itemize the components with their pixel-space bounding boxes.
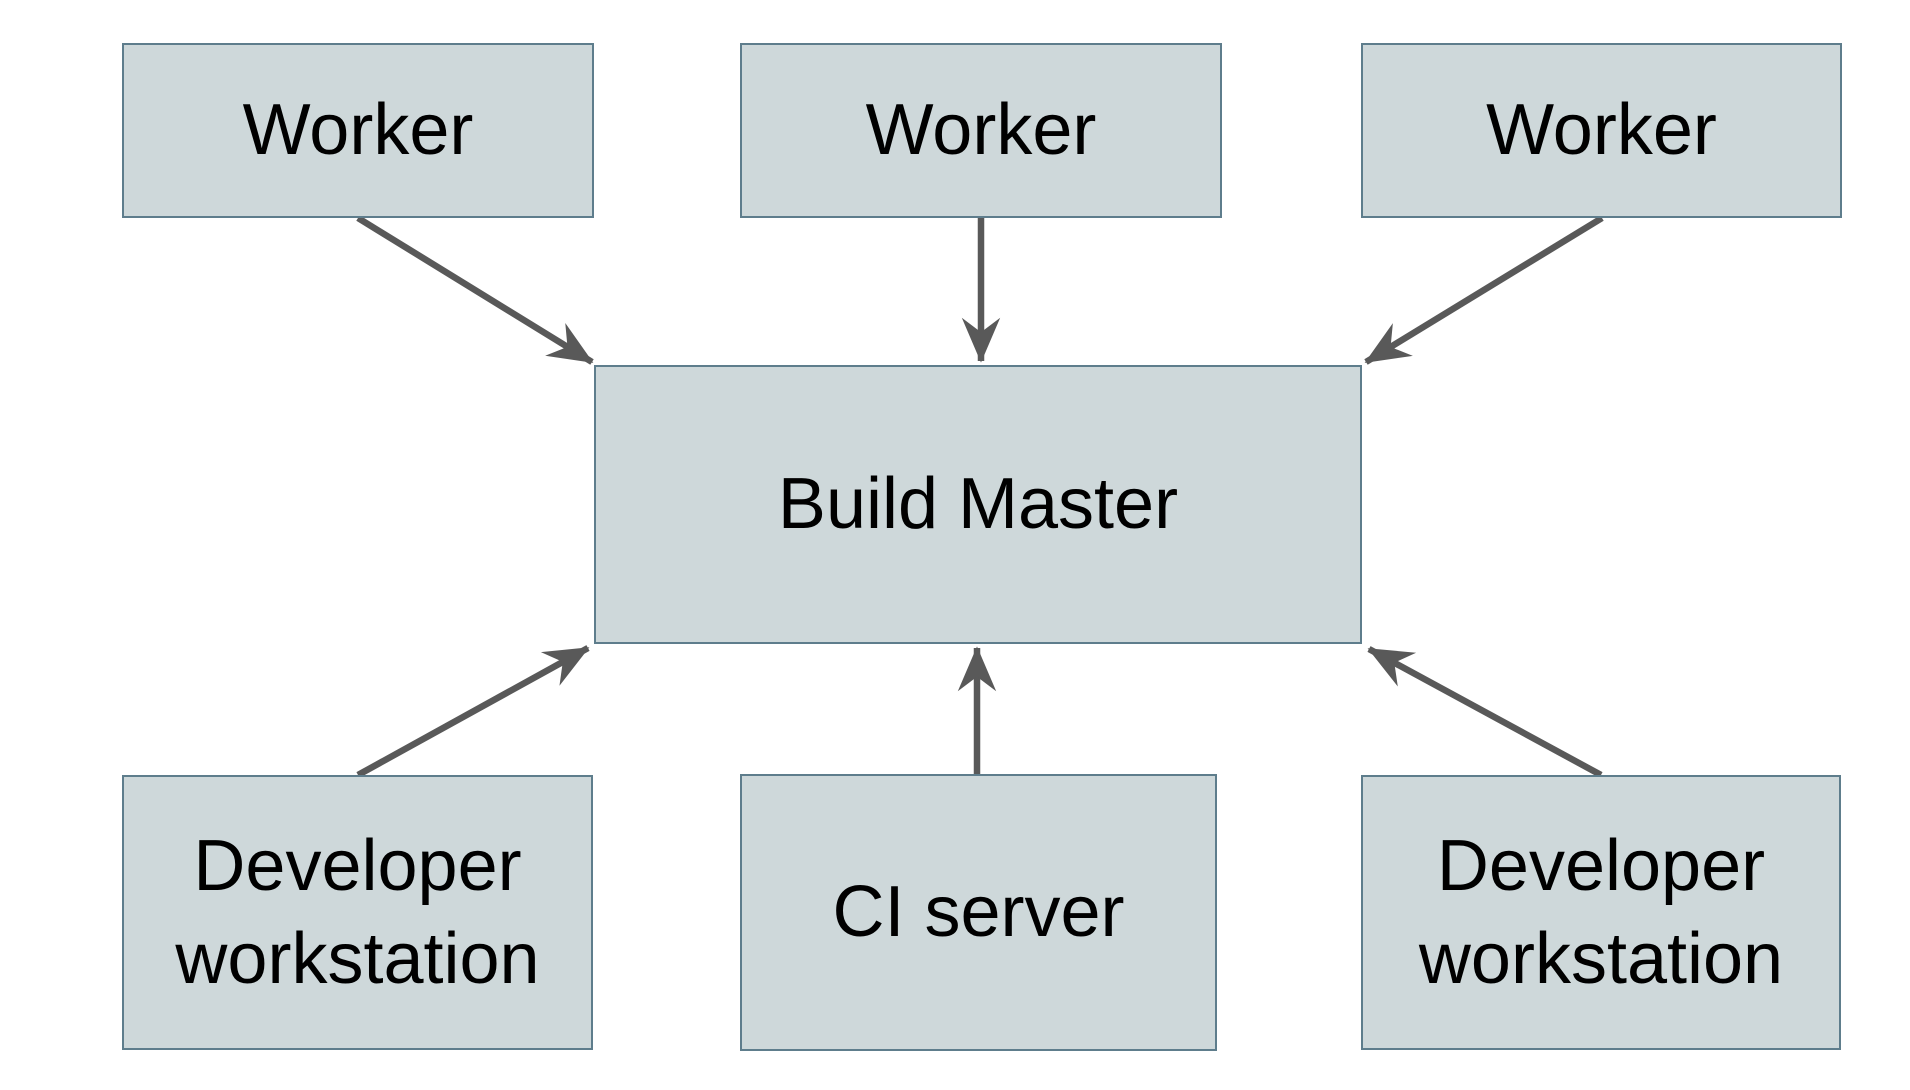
arrow-worker3-to-build-master — [1364, 215, 1604, 365]
node-worker-2: Worker — [740, 43, 1222, 218]
node-developer-workstation-2: Developer workstation — [1361, 775, 1841, 1050]
node-worker-2-label: Worker — [865, 90, 1097, 171]
node-ci-server-label: CI server — [832, 872, 1125, 953]
node-ci-server: CI server — [740, 774, 1217, 1051]
node-developer-workstation-2-label: Developer workstation — [1418, 826, 1784, 999]
arrow-devws1-to-build-master — [356, 645, 590, 778]
node-worker-1: Worker — [122, 43, 594, 218]
arrow-worker1-to-build-master — [356, 215, 594, 365]
node-worker-3-label: Worker — [1486, 90, 1717, 171]
node-worker-1-label: Worker — [242, 90, 474, 171]
arrow-devws2-to-build-master — [1367, 646, 1603, 778]
node-worker-3: Worker — [1361, 43, 1842, 218]
node-build-master: Build Master — [594, 365, 1362, 644]
node-build-master-label: Build Master — [777, 464, 1179, 545]
node-developer-workstation-1: Developer workstation — [122, 775, 593, 1050]
node-developer-workstation-1-label: Developer workstation — [175, 826, 540, 999]
